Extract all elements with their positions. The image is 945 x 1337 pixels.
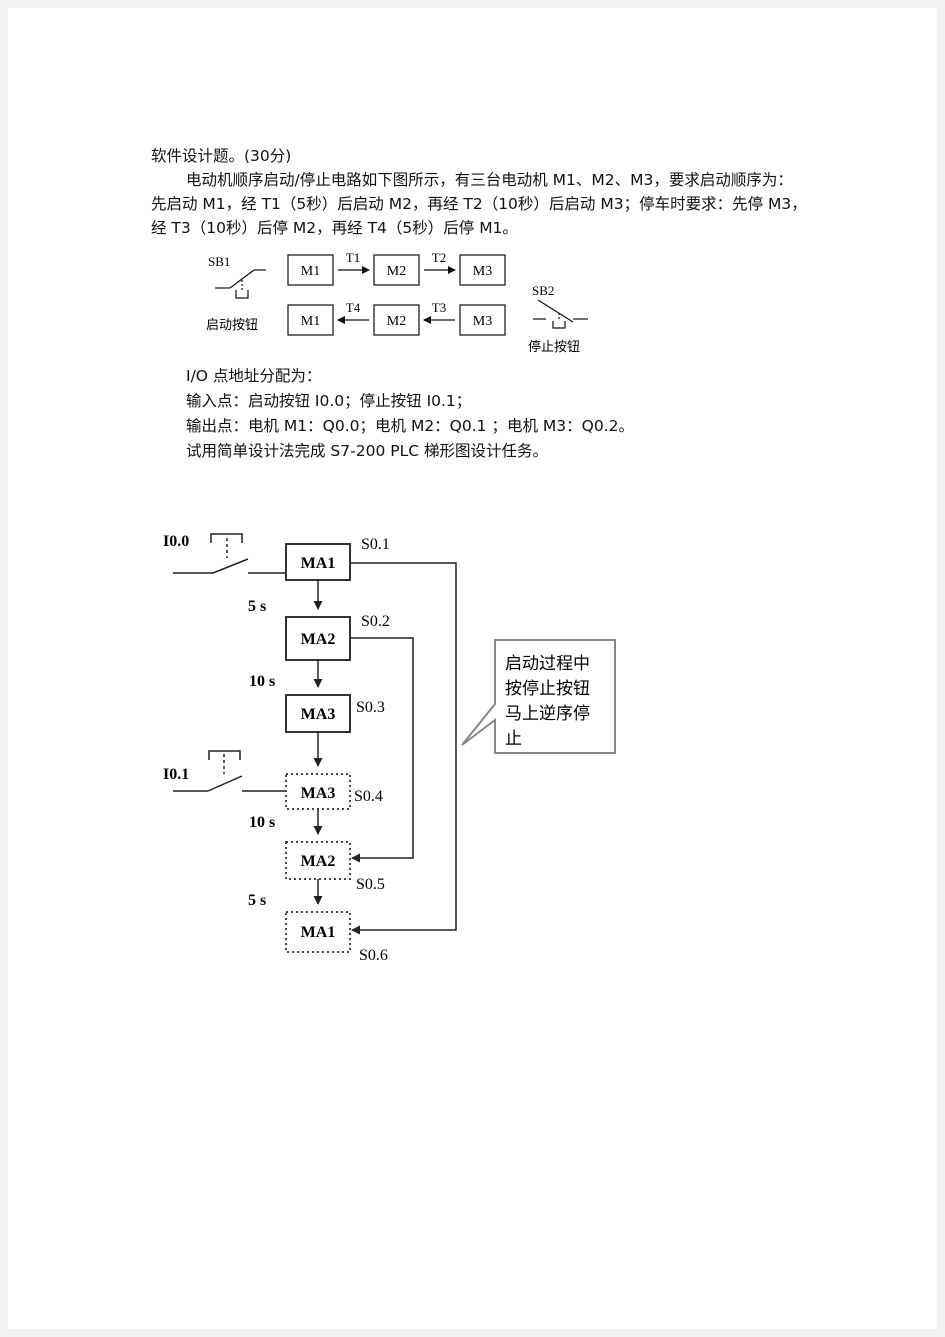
t4-label: T4 — [346, 300, 361, 315]
top-m2-label: M2 — [387, 264, 406, 279]
problem-line-1: 电动机顺序启动/停止电路如下图所示，有三台电动机 M1、M2、M3，要求启动顺序… — [186, 171, 793, 189]
stop-button-caption: 停止按钮 — [528, 339, 580, 355]
io-inputs: 输入点：启动按钮 I0.0；停止按钮 I0.1； — [186, 392, 472, 410]
io-task: 试用简单设计法完成 S7-200 PLC 梯形图设计任务。 — [186, 442, 548, 460]
io-outputs: 输出点：电机 M1：Q0.0；电机 M2：Q0.1 ；电机 M3：Q0.2。 — [186, 417, 634, 435]
top-m1-box — [287, 254, 334, 286]
bottom-m3-box — [459, 304, 506, 336]
t2-label: T2 — [432, 250, 446, 265]
bottom-m2-label: M2 — [387, 314, 406, 329]
top-m3-box — [459, 254, 506, 286]
start-button-caption: 启动按钮 — [206, 318, 258, 333]
bottom-m1-label: M1 — [301, 314, 320, 329]
top-m2-box — [373, 254, 420, 286]
motor-sequence-figure: SB1 启动按钮 M1 T1 M2 T2 M3 M1 T4 M2 T3 M3 — [206, 250, 588, 355]
top-m3-label: M3 — [473, 264, 492, 279]
document-page: 软件设计题。(30分) 电动机顺序启动/停止电路如下图所示，有三台电动机 M1、… — [8, 8, 937, 1329]
t3-label: T3 — [432, 300, 446, 315]
problem-line-3: 经 T3（10秒）后停 M2，再经 T4（5秒）后停 M1。 — [151, 219, 518, 237]
problem-heading: 软件设计题。(30分) — [151, 147, 292, 165]
start-button-symbol — [215, 269, 266, 299]
bottom-m3-label: M3 — [473, 314, 492, 329]
t1-label: T1 — [346, 250, 360, 265]
sb1-label: SB1 — [208, 254, 230, 269]
top-m1-label: M1 — [301, 264, 320, 279]
bottom-m2-box — [373, 304, 420, 336]
bottom-m1-box — [287, 304, 334, 336]
problem-line-2: 先启动 M1，经 T1（5秒）后启动 M2，再经 T2（10秒）后启动 M3；停… — [151, 195, 807, 213]
stop-button-symbol — [533, 299, 588, 329]
io-title: I/O 点地址分配为： — [186, 367, 322, 385]
sb2-label: SB2 — [532, 283, 554, 298]
